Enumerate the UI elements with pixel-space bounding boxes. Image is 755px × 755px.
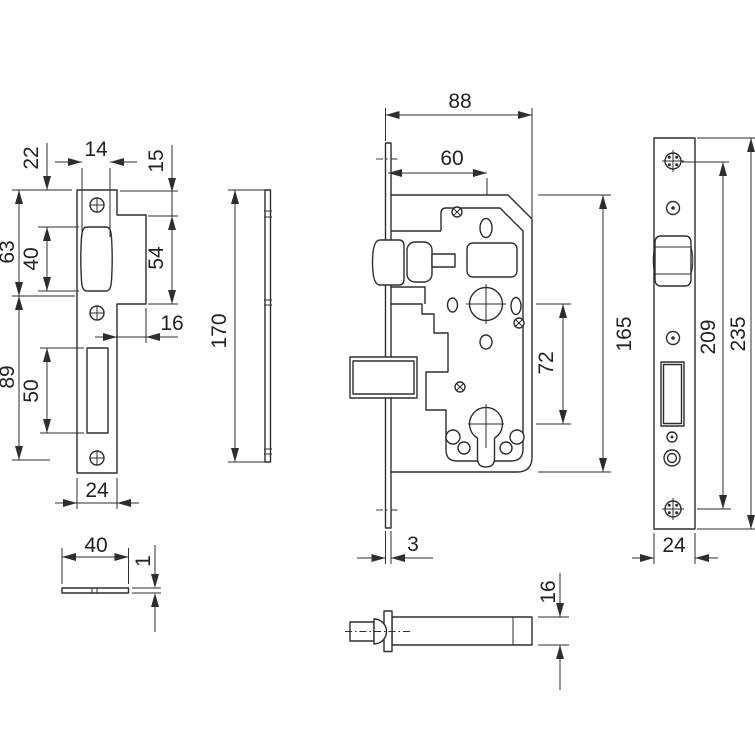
dim-50-label: 50 — [20, 379, 43, 402]
dim-72-label: 72 — [535, 351, 558, 374]
dim-89-label: 89 — [0, 365, 19, 388]
dim-22-label: 22 — [20, 146, 43, 169]
view-faceplate-front: 209 235 24 — [632, 137, 755, 564]
dim-54-label: 54 — [145, 246, 168, 270]
view-strike-plate-front: 22 14 15 63 40 54 16 89 50 24 — [0, 138, 184, 509]
pin-hole-icon — [665, 330, 681, 346]
fixing-screw-icon — [662, 150, 684, 172]
ring-hole-icon — [663, 449, 681, 467]
dim-170-label: 170 — [208, 313, 231, 348]
pin-hole-icon — [666, 431, 678, 443]
deadbolt-front — [660, 361, 685, 427]
rivet-icon — [451, 206, 463, 218]
screw-hole-icon — [89, 305, 105, 321]
strike-plate-edge-profile — [61, 587, 130, 594]
latch-tail — [406, 241, 433, 283]
dim-14-label: 14 — [84, 138, 108, 161]
lock-faceplate-edge — [384, 142, 392, 529]
dim-235-label: 235 — [727, 316, 750, 351]
rivet-icon — [454, 381, 466, 393]
dim-3-label: 3 — [407, 533, 419, 556]
spring-cutout — [466, 242, 518, 278]
dim-40-label: 40 — [20, 247, 43, 270]
dim-63-label: 63 — [0, 240, 19, 263]
lock-case-outline — [391, 194, 533, 473]
strike-plate-side-profile — [264, 189, 272, 463]
latch-opening — [80, 226, 113, 292]
screw-hole-icon — [89, 197, 105, 213]
dim-60-label: 60 — [440, 147, 463, 170]
view-strike-plate-side: 170 — [208, 189, 272, 463]
latch-bolt-front — [652, 235, 694, 287]
dim-16-label: 16 — [160, 312, 183, 335]
faceplate-outline — [653, 137, 696, 530]
dim-1-label: 1 — [132, 555, 155, 567]
strike-plate-outline — [76, 189, 147, 474]
view-strike-plate-edge: 40 1 — [61, 534, 161, 632]
view-lock-bottom: 16 — [345, 573, 569, 690]
deadbolt-opening — [86, 347, 109, 434]
dim-24-label: 24 — [85, 479, 109, 502]
dim-209-label: 209 — [697, 319, 720, 354]
lock-case-bottom — [391, 616, 533, 646]
dim-165-label: 165 — [613, 316, 636, 351]
pin-hole-icon — [665, 200, 681, 216]
rivet-icon — [513, 317, 525, 329]
dim-15-label: 15 — [145, 149, 168, 172]
fixing-screw-icon — [662, 498, 684, 520]
mechanism-plate-outline — [391, 207, 524, 462]
dim-40-edge-label: 40 — [84, 534, 107, 557]
dim-16-bottom-label: 16 — [537, 580, 560, 603]
view-lock-body: 88 60 165 72 3 — [349, 90, 636, 564]
dim-24-faceplate-label: 24 — [662, 534, 686, 557]
dim-88-label: 88 — [448, 90, 471, 113]
deadbolt — [349, 356, 418, 399]
latch-guide-tab — [431, 253, 456, 268]
screw-hole-icon — [89, 450, 105, 466]
latch-bolt — [371, 239, 405, 286]
